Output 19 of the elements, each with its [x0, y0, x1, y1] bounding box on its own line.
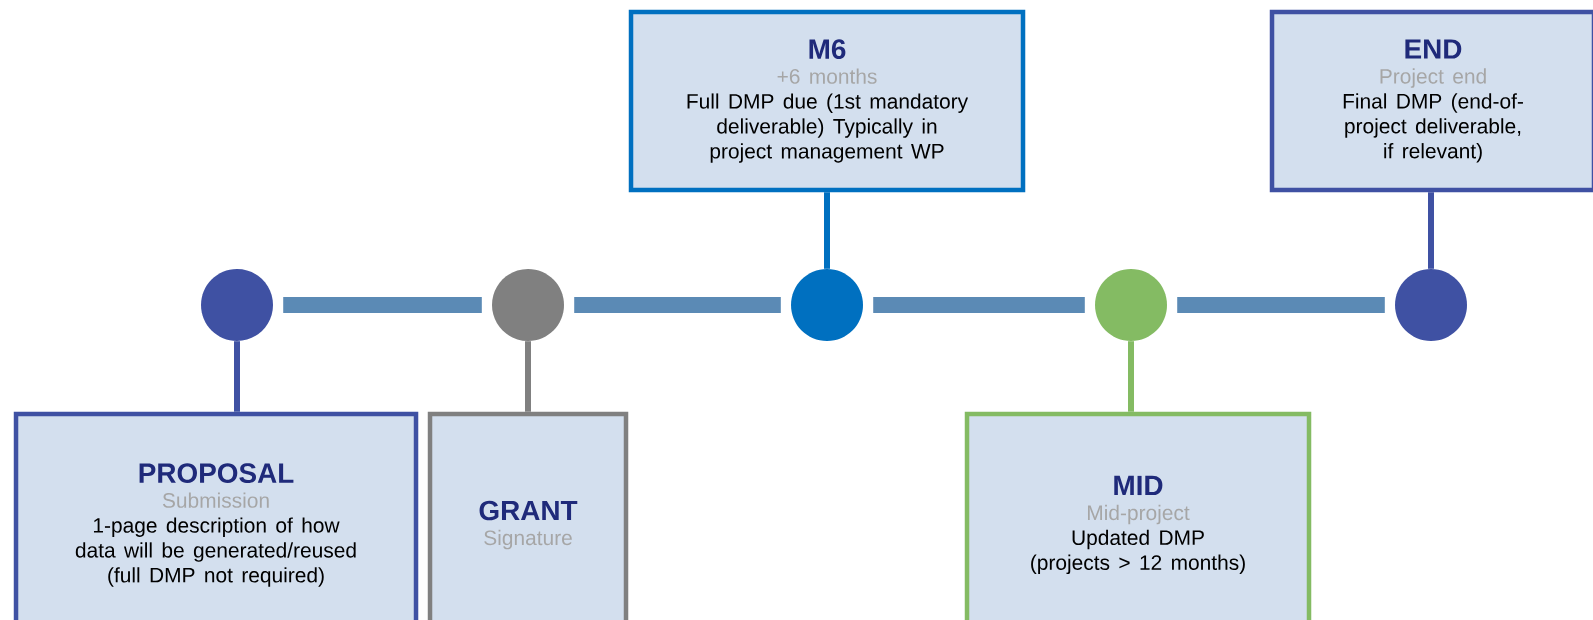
- connector-bar: [283, 297, 482, 313]
- connector-bar: [574, 297, 781, 313]
- connector-line: [824, 192, 830, 269]
- timeline-dot: [201, 269, 273, 341]
- connector-line: [234, 341, 240, 412]
- milestone-box: GRANT Signature: [427, 411, 629, 620]
- connector-line: [1128, 341, 1134, 412]
- connector-bar: [873, 297, 1085, 313]
- milestone-box: END Project end Final DMP (end-of-project deliverable, if relevant): [1269, 9, 1593, 193]
- milestone-box: M6 +6 months Full DMP due (1st mandatory deliverable) Typically in project management WP: [628, 9, 1026, 193]
- timeline-dot: [791, 269, 863, 341]
- timeline-dot: [492, 269, 564, 341]
- timeline-dot: [1095, 269, 1167, 341]
- connector-line: [1428, 192, 1434, 269]
- milestone-box: MID Mid-project Updated DMP (projects > 12 months): [964, 411, 1312, 620]
- connector-line: [525, 341, 531, 412]
- milestone-box: PROPOSAL Submission 1-page description of how data will be generated/reused (full DMP not required): [13, 411, 419, 620]
- timeline-dot: [1395, 269, 1467, 341]
- connector-bar: [1177, 297, 1385, 313]
